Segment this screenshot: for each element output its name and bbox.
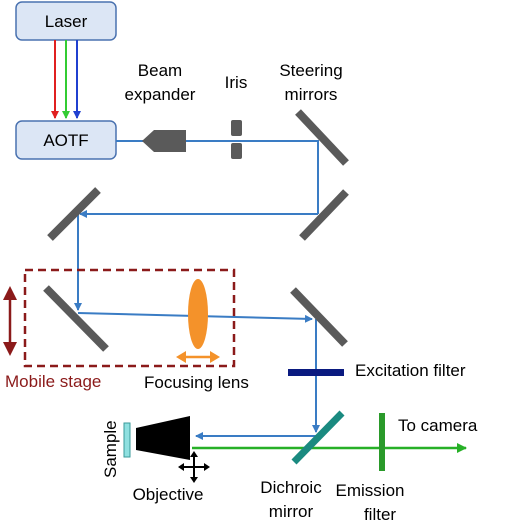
iris-bottom <box>231 143 242 159</box>
lens-adjust-arrow-right <box>210 351 220 363</box>
beam-expander <box>142 130 186 152</box>
steering-mirror-2 <box>299 189 349 241</box>
lens-adjust-arrow-left <box>176 351 186 363</box>
laser-label: Laser <box>45 12 88 31</box>
mobile-stage-arrow-bottom <box>3 342 17 356</box>
steering-mirrors-label-1: Steering <box>279 61 342 80</box>
beam-expander-label-2: expander <box>125 85 196 104</box>
dichroic-mirror <box>291 410 345 465</box>
dichroic-mirror-label-1: Dichroic <box>260 478 322 497</box>
steering-mirror-1 <box>295 109 349 166</box>
mobile-stage-label: Mobile stage <box>5 372 101 391</box>
mobile-stage-box <box>23 268 236 368</box>
objective-label: Objective <box>133 485 204 504</box>
beam-expander-label-1: Beam <box>138 61 182 80</box>
emission-filter <box>379 413 385 471</box>
emission-filter-label-1: Emission <box>336 481 405 500</box>
emission-filter-label-2: filter <box>364 505 396 524</box>
iris-top <box>231 120 242 136</box>
left-mirror-upper <box>47 187 101 241</box>
steering-mirrors-label-2: mirrors <box>285 85 338 104</box>
to-camera-label: To camera <box>398 416 478 435</box>
focusing-lens-label: Focusing lens <box>144 373 249 392</box>
dichroic-mirror-label-2: mirror <box>269 502 314 521</box>
beam-path-top <box>116 140 319 214</box>
stage-mirror <box>43 285 109 352</box>
objective-move-icon <box>178 451 210 483</box>
mobile-stage-arrow-top <box>3 286 17 300</box>
sample-label: Sample <box>101 420 120 478</box>
excitation-filter <box>288 369 344 376</box>
objective <box>136 416 190 460</box>
focusing-lens <box>188 279 208 349</box>
excitation-filter-label: Excitation filter <box>355 361 466 380</box>
aotf-label: AOTF <box>43 131 88 150</box>
iris-label: Iris <box>225 73 248 92</box>
right-mirror-lower <box>290 287 348 347</box>
sample-slide <box>123 422 131 458</box>
